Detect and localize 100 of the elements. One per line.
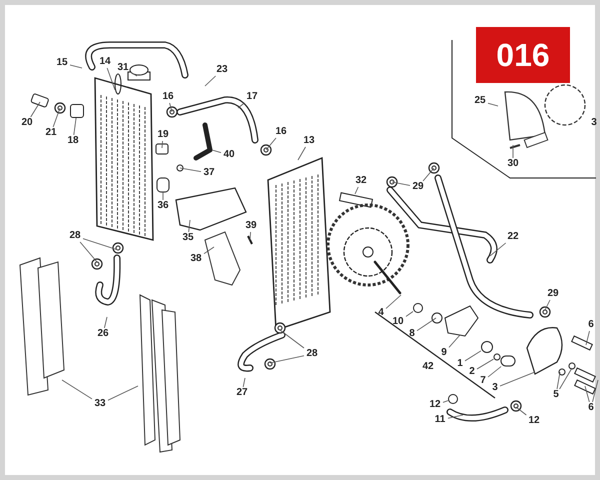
leader-line <box>592 380 598 402</box>
leader-line <box>422 168 434 182</box>
callout-number: 10 <box>392 317 404 327</box>
leader-line <box>488 366 502 378</box>
leader-line <box>392 182 410 186</box>
hose-part <box>194 122 212 160</box>
leader-line <box>488 102 498 106</box>
page-number-badge: 016 <box>476 27 570 83</box>
grommet-part <box>70 104 84 118</box>
leader-line <box>82 238 118 250</box>
leader-line <box>250 232 251 240</box>
leader-line <box>416 318 436 332</box>
leader-line <box>242 378 246 388</box>
callout-number: 32 <box>355 176 367 186</box>
leader-line <box>73 118 76 136</box>
callout-number: 16 <box>275 127 287 137</box>
callout-number: 6 <box>588 320 594 330</box>
leader-line <box>162 140 163 148</box>
leader-line <box>108 386 138 401</box>
shaft-part <box>374 260 402 294</box>
callout-number: 9 <box>441 348 447 358</box>
leader-line <box>442 400 448 403</box>
callout-number: 42 <box>422 362 434 372</box>
callout-number: 29 <box>412 182 424 192</box>
leader-line <box>448 414 464 419</box>
callout-number: 2 <box>469 367 475 377</box>
ring-part <box>413 303 423 313</box>
leader-line <box>406 311 414 317</box>
ring-part <box>500 356 516 366</box>
callout-number: 1 <box>457 359 463 369</box>
callout-number: 35 <box>182 233 194 243</box>
leader-line <box>162 192 164 200</box>
leader-line <box>204 246 214 254</box>
leader-line <box>476 358 494 370</box>
callout-number: 4 <box>378 308 384 318</box>
callout-number: 28 <box>306 349 318 359</box>
callout-number: 33 <box>94 399 106 409</box>
callout-number: 3 <box>492 383 498 393</box>
leader-line <box>559 368 572 390</box>
leader-line <box>386 294 402 309</box>
callout-number: 29 <box>547 289 559 299</box>
leader-line <box>70 64 82 68</box>
leader-line <box>448 334 460 348</box>
callout-number: 28 <box>69 231 81 241</box>
callout-number: 13 <box>303 136 315 146</box>
callout-number: 22 <box>507 232 519 242</box>
callout-number: 5 <box>553 390 559 400</box>
callout-number: 38 <box>190 254 202 264</box>
leader-line <box>238 102 245 108</box>
leader-line <box>586 330 590 346</box>
leader-line <box>130 72 138 76</box>
callout-number: 12 <box>528 416 540 426</box>
leader-line <box>298 146 306 160</box>
callout-number: 40 <box>223 150 235 160</box>
leader-line <box>490 242 506 256</box>
callout-number: 31 <box>117 63 129 73</box>
callout-number: 18 <box>67 136 79 146</box>
leader-line <box>204 76 216 86</box>
callout-number: 8 <box>409 329 415 339</box>
leader-line <box>30 102 40 118</box>
leader-line <box>464 350 482 362</box>
leader-line <box>512 144 514 158</box>
ring-part <box>448 394 458 404</box>
callout-number: 26 <box>97 329 109 339</box>
leader-line <box>354 186 359 194</box>
callout-number: 20 <box>21 118 33 128</box>
callout-number: 25 <box>474 96 486 106</box>
callout-number: 12 <box>429 400 441 410</box>
leader-line <box>80 242 98 262</box>
leader-line <box>270 355 304 364</box>
ring-part <box>481 341 493 353</box>
leader-line <box>556 372 560 390</box>
ring-part <box>494 354 500 360</box>
callout-number: 27 <box>236 388 248 398</box>
leader-line <box>104 316 108 328</box>
callout-number: 23 <box>216 65 228 75</box>
callout-number: 7 <box>480 376 486 386</box>
callout-number: 15 <box>56 58 68 68</box>
callout-number: 30 <box>507 159 519 169</box>
leader-line <box>52 108 60 128</box>
leader-line <box>188 220 190 232</box>
leader-line <box>544 300 550 310</box>
leader-line <box>106 68 116 90</box>
leader-line <box>169 102 172 112</box>
callout-number: 3 <box>591 118 597 128</box>
callout-number: 21 <box>45 128 57 138</box>
leader-line <box>212 150 222 154</box>
callout-number: 14 <box>99 57 111 67</box>
callout-number: 36 <box>157 201 169 211</box>
leader-line <box>584 386 590 402</box>
leader-line <box>62 380 92 400</box>
callout-number: 6 <box>588 403 594 413</box>
leader-line <box>516 406 527 416</box>
callout-number: 39 <box>245 221 257 231</box>
callout-number: 11 <box>434 415 446 425</box>
leader-line <box>266 138 276 150</box>
callout-number: 37 <box>203 168 215 178</box>
callout-number: 16 <box>162 92 174 102</box>
callout-number: 19 <box>157 130 169 140</box>
leader-line <box>180 168 202 172</box>
